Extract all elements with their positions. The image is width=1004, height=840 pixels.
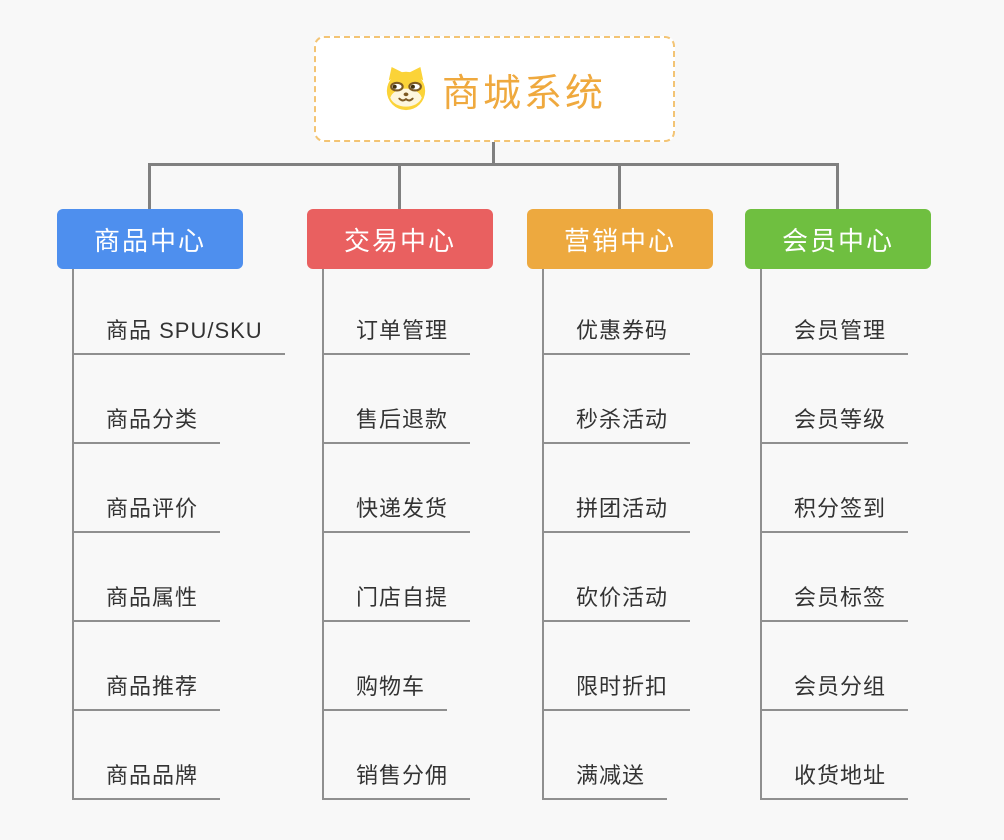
leaf-node[interactable]: 秒杀活动 bbox=[544, 355, 691, 444]
leaf-column-product-center: 商品 SPU/SKU 商品分类 商品评价 商品属性 商品推荐 商品品牌 bbox=[72, 269, 285, 800]
branch-node-marketing-center[interactable]: 营销中心 bbox=[527, 209, 713, 269]
leaf-node[interactable]: 商品属性 bbox=[74, 533, 221, 622]
leaf-node[interactable]: 商品评价 bbox=[74, 444, 221, 533]
connector-drop-branch-3 bbox=[618, 163, 621, 210]
leaf-node[interactable]: 会员标签 bbox=[762, 533, 909, 622]
leaf-node[interactable]: 商品 SPU/SKU bbox=[74, 269, 285, 355]
leaf-node[interactable]: 会员管理 bbox=[762, 269, 909, 355]
leaf-node[interactable]: 会员等级 bbox=[762, 355, 909, 444]
leaf-column-member-center: 会员管理 会员等级 积分签到 会员标签 会员分组 收货地址 bbox=[760, 269, 909, 800]
leaf-column-trade-center: 订单管理 售后退款 快递发货 门店自提 购物车 销售分佣 bbox=[322, 269, 471, 800]
leaf-node[interactable]: 满减送 bbox=[544, 711, 668, 800]
leaf-node[interactable]: 快递发货 bbox=[324, 444, 471, 533]
root-node-mall-system[interactable]: 商城系统 bbox=[314, 36, 675, 142]
connector-horizontal bbox=[148, 163, 839, 166]
connector-drop-branch-4 bbox=[836, 163, 839, 210]
branch-node-product-center[interactable]: 商品中心 bbox=[57, 209, 243, 269]
shiba-dog-face-icon bbox=[383, 66, 429, 112]
leaf-node[interactable]: 商品分类 bbox=[74, 355, 221, 444]
leaf-node[interactable]: 收货地址 bbox=[762, 711, 909, 800]
connector-drop-branch-2 bbox=[398, 163, 401, 210]
leaf-node[interactable]: 积分签到 bbox=[762, 444, 909, 533]
leaf-node[interactable]: 砍价活动 bbox=[544, 533, 691, 622]
connector-root-stub bbox=[492, 142, 495, 164]
leaf-node[interactable]: 订单管理 bbox=[324, 269, 471, 355]
leaf-node[interactable]: 限时折扣 bbox=[544, 622, 691, 711]
leaf-node[interactable]: 销售分佣 bbox=[324, 711, 471, 800]
leaf-node[interactable]: 优惠券码 bbox=[544, 269, 691, 355]
connector-drop-branch-1 bbox=[148, 163, 151, 210]
leaf-node[interactable]: 商品品牌 bbox=[74, 711, 221, 800]
leaf-node[interactable]: 拼团活动 bbox=[544, 444, 691, 533]
leaf-node[interactable]: 商品推荐 bbox=[74, 622, 221, 711]
leaf-node[interactable]: 购物车 bbox=[324, 622, 448, 711]
leaf-node[interactable]: 会员分组 bbox=[762, 622, 909, 711]
leaf-column-marketing-center: 优惠券码 秒杀活动 拼团活动 砍价活动 限时折扣 满减送 bbox=[542, 269, 691, 800]
root-title: 商城系统 bbox=[441, 72, 606, 115]
branch-node-trade-center[interactable]: 交易中心 bbox=[307, 209, 493, 269]
leaf-node[interactable]: 门店自提 bbox=[324, 533, 471, 622]
branch-node-member-center[interactable]: 会员中心 bbox=[745, 209, 931, 269]
leaf-node[interactable]: 售后退款 bbox=[324, 355, 471, 444]
